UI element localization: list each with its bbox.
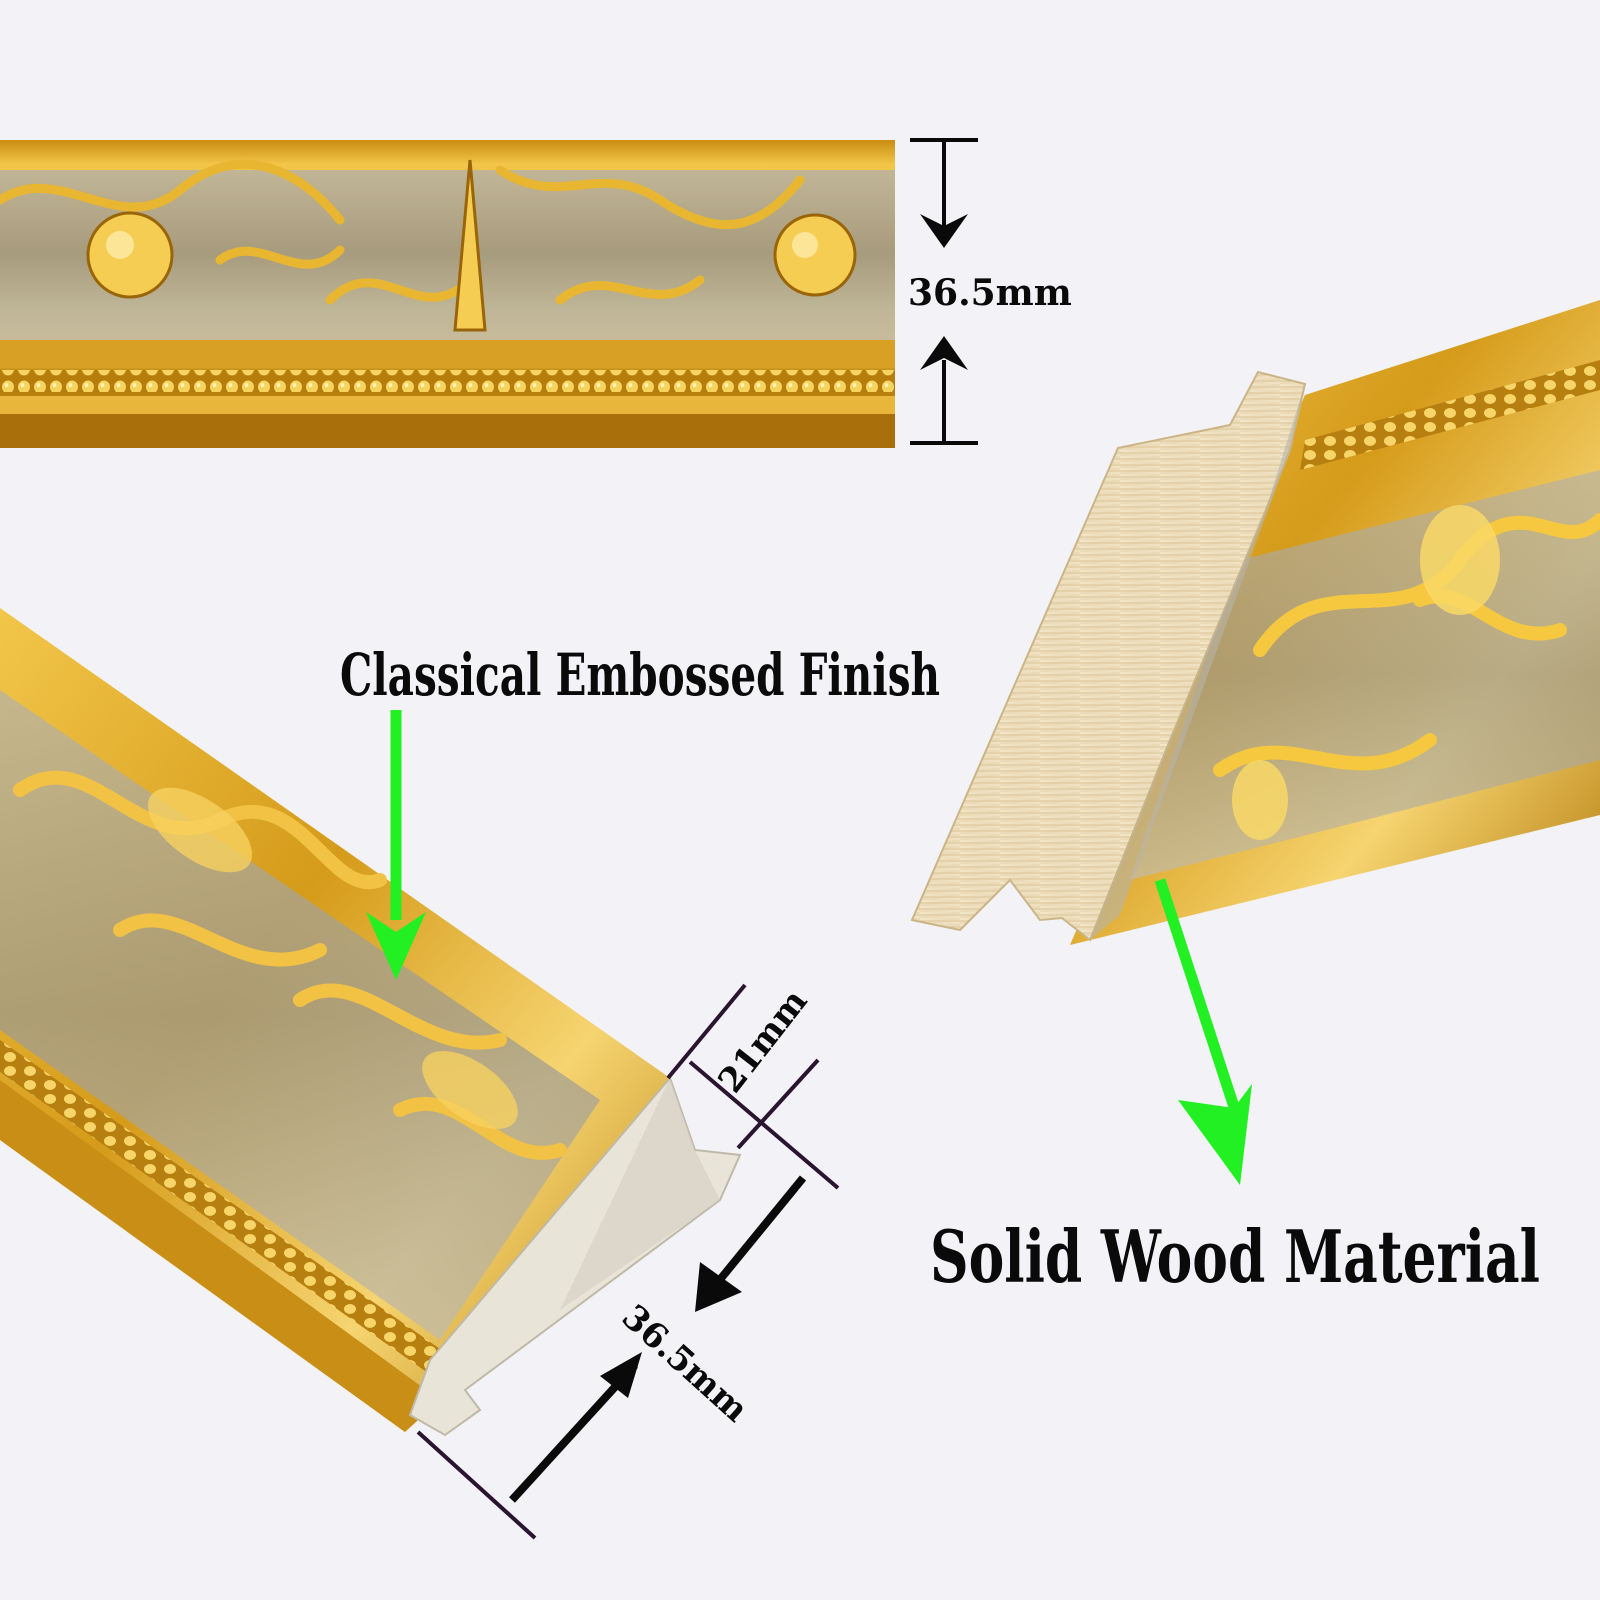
top-height-dimension bbox=[910, 138, 978, 445]
angled-frame-moulding bbox=[0, 608, 670, 1432]
finish-callout-arrow bbox=[366, 710, 426, 980]
profile-depth-dimension bbox=[666, 983, 840, 1190]
top-height-label: 36.5mm bbox=[908, 272, 1072, 314]
material-callout-label: Solid Wood Material bbox=[930, 1214, 1540, 1299]
right-frame-moulding bbox=[1070, 300, 1600, 945]
finish-callout-label: Classical Embossed Finish bbox=[340, 641, 940, 709]
top-frame-moulding bbox=[0, 140, 895, 448]
wood-back-profile bbox=[910, 370, 1307, 942]
profile-cross-section bbox=[408, 1076, 742, 1437]
material-callout-arrow bbox=[1154, 878, 1252, 1185]
profile-width-dimension bbox=[416, 1175, 807, 1540]
